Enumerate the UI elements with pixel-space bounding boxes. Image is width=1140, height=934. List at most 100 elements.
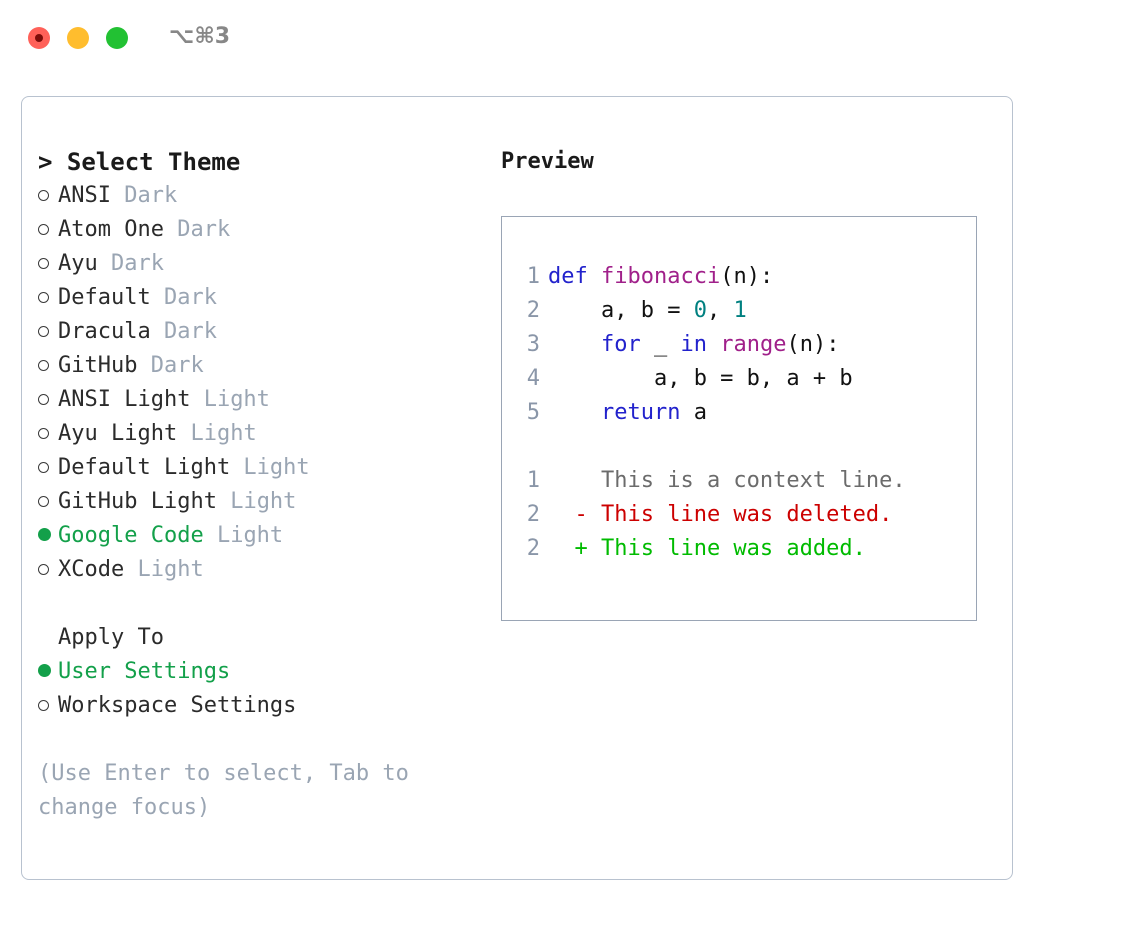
code-token xyxy=(707,332,720,357)
close-button[interactable] xyxy=(28,27,50,49)
code-token: 1 xyxy=(733,298,747,323)
maximize-button[interactable] xyxy=(106,27,128,49)
code-token xyxy=(588,264,601,289)
diff-text: This line was deleted. xyxy=(600,502,893,527)
theme-option-tag: Light xyxy=(177,421,257,446)
diff-line-del: 2 - This line was deleted. xyxy=(514,498,964,532)
radio-unselected-icon xyxy=(38,247,58,281)
radio-unselected-icon xyxy=(38,179,58,213)
line-number: 1 xyxy=(526,468,540,493)
theme-option-ansi[interactable]: ANSI Dark xyxy=(38,179,478,213)
code-token: return xyxy=(600,400,681,425)
minimize-button[interactable] xyxy=(67,27,89,49)
code-line: 1 def fibonacci(n): xyxy=(514,260,964,294)
apply-to-header: Apply To xyxy=(58,625,164,650)
line-number: 2 xyxy=(526,536,540,561)
code-token: (n): xyxy=(720,264,774,289)
theme-option-ayu[interactable]: Ayu Dark xyxy=(38,247,478,281)
keyboard-shortcut-label: ⌥⌘3 xyxy=(169,24,231,49)
radio-unselected-icon xyxy=(38,383,58,417)
theme-option-google-code[interactable]: Google Code Light xyxy=(38,519,478,553)
radio-unselected-icon xyxy=(38,417,58,451)
theme-option-tag: Light xyxy=(203,523,284,548)
radio-unselected-icon xyxy=(38,349,58,383)
diff-text: This is a context line. xyxy=(600,468,906,493)
radio-unselected-icon xyxy=(38,315,58,349)
code-token: range xyxy=(720,332,787,357)
code-token: _ xyxy=(640,332,681,357)
traffic-light-buttons xyxy=(28,27,128,49)
line-number: 2 xyxy=(526,298,540,323)
apply-to-option-user-settings[interactable]: User Settings xyxy=(38,655,478,689)
theme-option-github-light[interactable]: GitHub Light Light xyxy=(38,485,478,519)
theme-option-tag: Dark xyxy=(150,319,217,344)
theme-option-atom-one[interactable]: Atom One Dark xyxy=(38,213,478,247)
code-token: a, b = b, a + b xyxy=(548,366,853,391)
select-theme-header: > Select Theme xyxy=(38,148,241,176)
diff-marker: - xyxy=(548,502,601,527)
code-token xyxy=(548,400,601,425)
theme-option-xcode[interactable]: XCode Light xyxy=(38,553,478,587)
code-line: 4 a, b = b, a + b xyxy=(514,362,964,396)
code-token: def xyxy=(548,264,588,289)
theme-option-label: Ayu xyxy=(58,251,98,276)
radio-selected-icon xyxy=(38,655,58,689)
radio-unselected-icon xyxy=(38,451,58,485)
diff-marker xyxy=(548,468,601,493)
radio-unselected-icon xyxy=(38,689,58,723)
code-token: for xyxy=(600,332,641,357)
theme-option-label: Default Light xyxy=(58,455,231,480)
title-bar: ⌥⌘3 xyxy=(0,0,1140,78)
theme-option-tag: Dark xyxy=(137,353,204,378)
theme-option-tag: Dark xyxy=(163,217,231,242)
code-line: 5 return a xyxy=(514,396,964,430)
theme-option-label: Dracula xyxy=(58,319,151,344)
line-number: 5 xyxy=(526,400,540,425)
theme-option-label: ANSI xyxy=(58,183,111,208)
theme-option-tag: Dark xyxy=(150,285,217,310)
code-token: in xyxy=(680,332,707,357)
theme-option-label: XCode xyxy=(58,557,125,582)
theme-option-label: ANSI Light xyxy=(58,387,191,412)
preview-title: Preview xyxy=(501,149,594,174)
line-number: 4 xyxy=(526,366,540,391)
apply-to-option-label: Workspace Settings xyxy=(58,693,297,718)
theme-option-ayu-light[interactable]: Ayu Light Light xyxy=(38,417,478,451)
line-number: 3 xyxy=(526,332,540,357)
apply-to-option-workspace-settings[interactable]: Workspace Settings xyxy=(38,689,478,723)
theme-option-label: Ayu Light xyxy=(58,421,178,446)
theme-option-default-light[interactable]: Default Light Light xyxy=(38,451,478,485)
line-number: 1 xyxy=(526,264,540,289)
theme-option-dracula[interactable]: Dracula Dark xyxy=(38,315,478,349)
theme-option-tag: Light xyxy=(190,387,270,412)
radio-unselected-icon xyxy=(38,213,58,247)
theme-option-default[interactable]: Default Dark xyxy=(38,281,478,315)
theme-option-label: Atom One xyxy=(58,217,164,242)
diff-line-add: 2 + This line was added. xyxy=(514,532,964,566)
diff-text: This line was added. xyxy=(600,536,866,561)
code-line: 2 a, b = 0, 1 xyxy=(514,294,964,328)
theme-option-tag: Light xyxy=(216,489,297,514)
theme-option-tag: Dark xyxy=(110,183,178,208)
line-number: 2 xyxy=(526,502,540,527)
code-token: , xyxy=(706,298,734,323)
theme-option-label: GitHub Light xyxy=(58,489,217,514)
theme-option-tag: Light xyxy=(230,455,310,480)
radio-unselected-icon xyxy=(38,553,58,587)
keyboard-hint-text: (Use Enter to select, Tab to change focu… xyxy=(38,761,423,820)
code-token: fibonacci xyxy=(601,264,721,289)
code-token: a xyxy=(680,400,707,425)
code-token: (n): xyxy=(786,332,840,357)
code-token: 0 xyxy=(693,298,707,323)
radio-unselected-icon xyxy=(38,485,58,519)
theme-option-github[interactable]: GitHub Dark xyxy=(38,349,478,383)
theme-option-ansi-light[interactable]: ANSI Light Light xyxy=(38,383,478,417)
